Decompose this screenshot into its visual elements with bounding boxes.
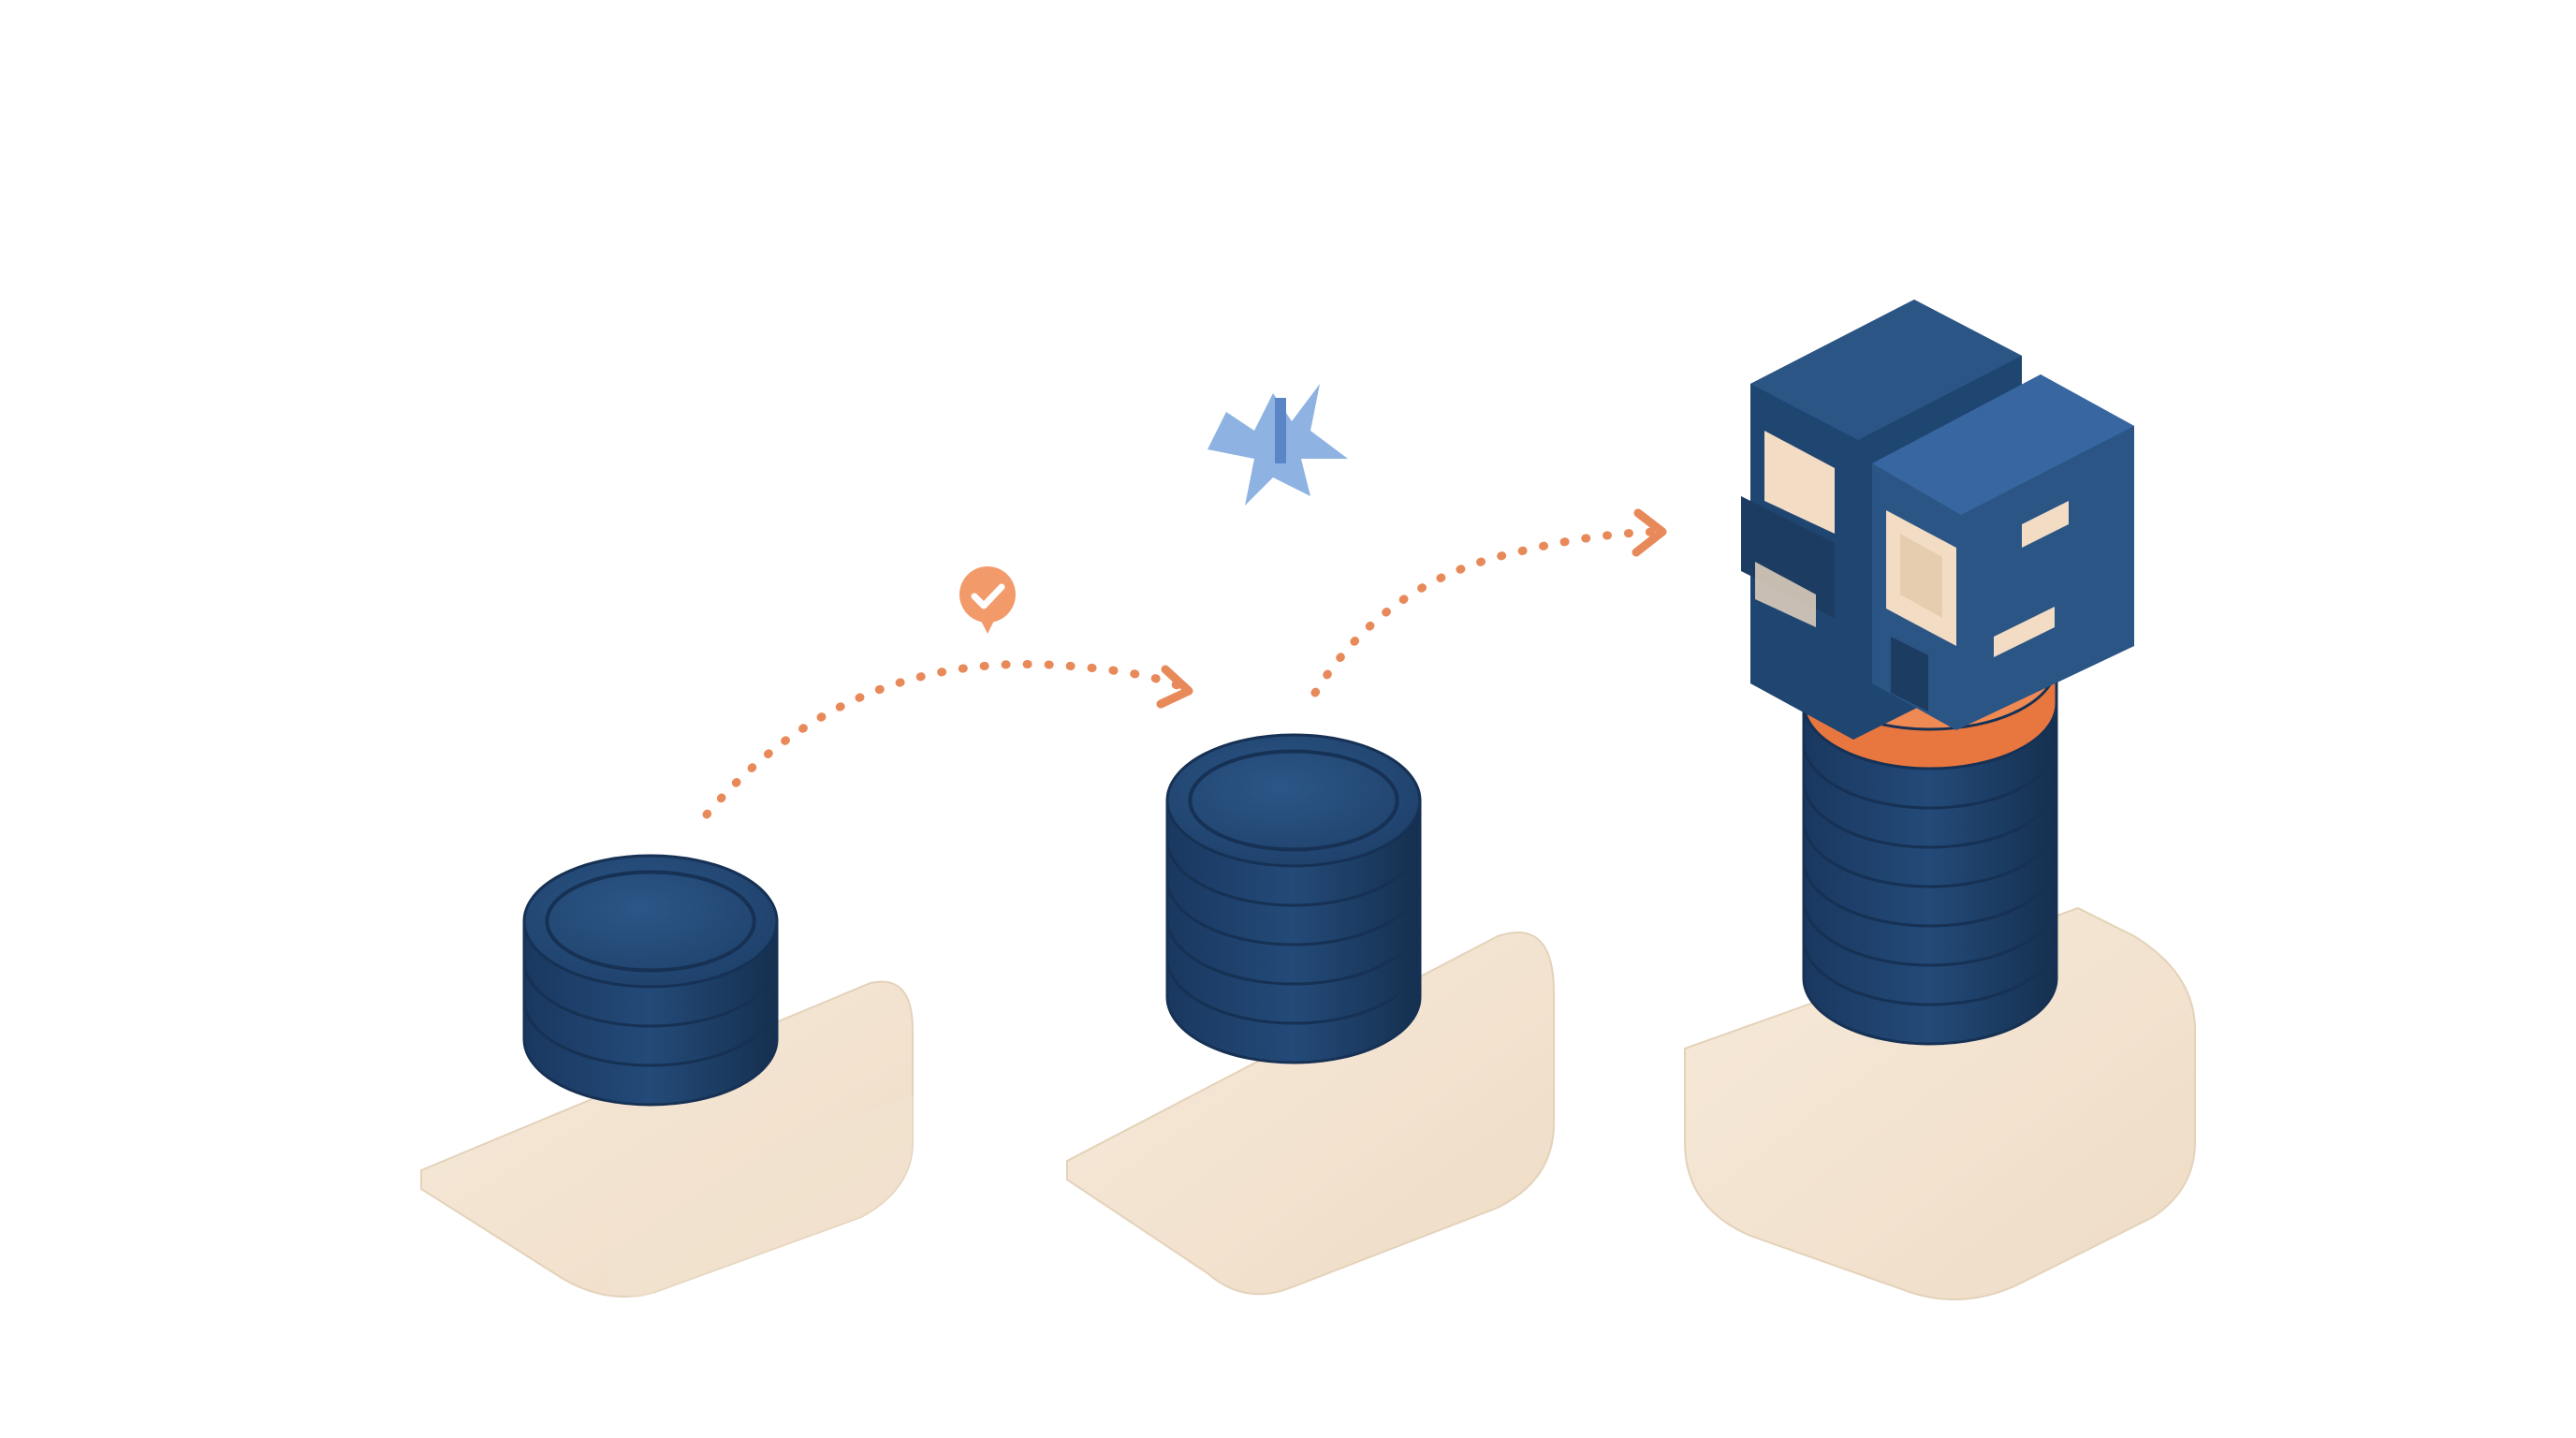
- pedestal-2: [1066, 932, 1555, 1296]
- growth-arrow-2: [1310, 508, 1667, 697]
- check-badge-icon: [959, 566, 1016, 634]
- house-icon: [1741, 300, 2134, 740]
- coin-stacks: [522, 596, 2058, 1107]
- coin: [1165, 733, 1422, 907]
- pedestal-1: [420, 980, 914, 1298]
- stack-medium: [1165, 733, 1422, 1064]
- arrow-icon: [1156, 665, 1193, 709]
- stack-small: [522, 854, 779, 1107]
- pedestal-3: [1684, 906, 2196, 1300]
- coin: [522, 854, 779, 1028]
- sparkle-icon: [1208, 384, 1348, 506]
- growth-arrow-1: [702, 659, 1193, 819]
- arrow-icon: [1632, 508, 1667, 557]
